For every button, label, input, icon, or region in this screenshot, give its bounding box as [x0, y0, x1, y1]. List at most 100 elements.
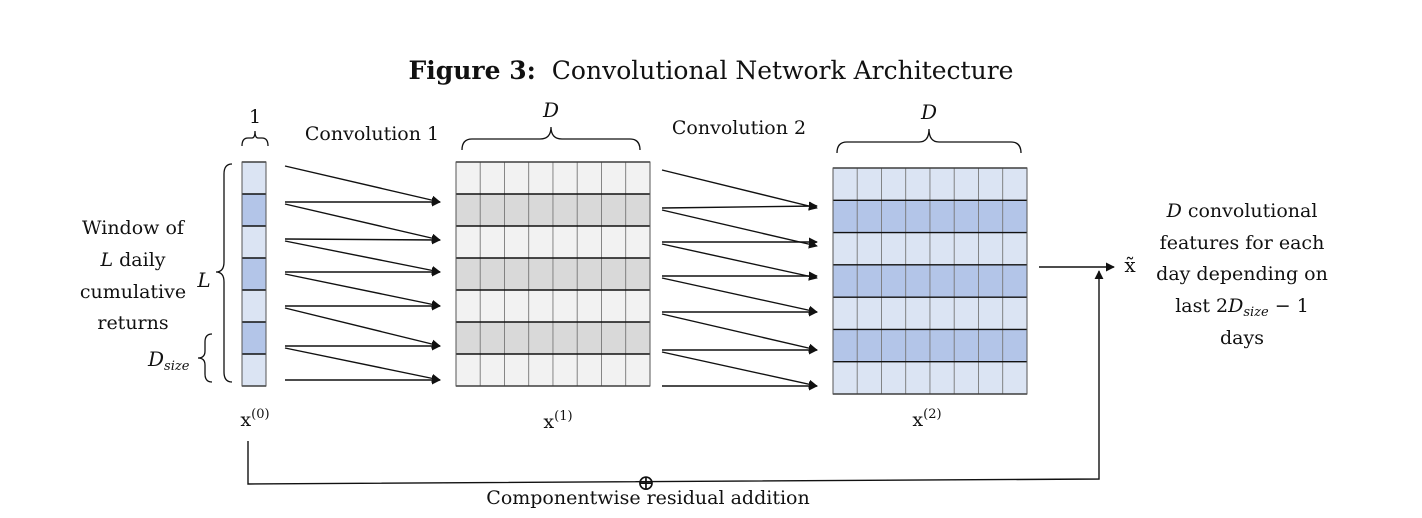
- matrix-cell: [1002, 167, 1028, 201]
- matrix-cell: [953, 264, 979, 298]
- matrix-cell: [905, 264, 931, 298]
- matrix-cell: [1002, 232, 1028, 266]
- window-description: Window of L daily cumulative returns: [80, 217, 186, 334]
- matrix-cell: [978, 329, 1004, 363]
- matrix-cell: [625, 257, 651, 291]
- matrix-cell: [978, 199, 1004, 233]
- brace-D-size: [197, 333, 213, 383]
- conv2-arrow: [661, 169, 818, 211]
- matrix-cell: [504, 161, 530, 195]
- matrix-border: [241, 161, 267, 387]
- x1-base: x: [543, 411, 554, 433]
- x1-sup: (1): [554, 409, 572, 424]
- matrix-cell: [625, 321, 651, 355]
- matrix-border: [832, 167, 1028, 395]
- matrix-cell: [241, 225, 267, 259]
- convolution-1-label: Convolution 1: [305, 123, 439, 145]
- matrix-cell: [455, 257, 481, 291]
- matrix-cell: [601, 193, 627, 227]
- output-line-4-pre: last 2: [1175, 295, 1228, 317]
- window-line-1: Window of: [82, 217, 186, 239]
- matrix-cell: [978, 361, 1004, 395]
- matrix-cell: [455, 161, 481, 195]
- conv2-arrow: [661, 243, 818, 281]
- convolution-1-arrows: [284, 165, 441, 385]
- matrix-cell: [504, 257, 530, 291]
- matrix-cell: [552, 289, 578, 323]
- window-line-2-L: L: [99, 249, 113, 271]
- matrix-cell: [625, 161, 651, 195]
- matrix-cell: [1002, 199, 1028, 233]
- matrix-cell: [1002, 361, 1028, 395]
- matrix-cell: [625, 289, 651, 323]
- matrix-cell: [241, 321, 267, 355]
- matrix-cell: [832, 199, 858, 233]
- matrix-cell: [881, 232, 907, 266]
- conv2-arrow: [661, 201, 818, 211]
- output-line-1-rest: convolutional: [1182, 200, 1318, 222]
- matrix-cell: [929, 296, 955, 330]
- output-line-1-D: D: [1166, 200, 1182, 222]
- matrix-cell: [241, 193, 267, 227]
- matrix-cell: [978, 232, 1004, 266]
- matrix-cell: [601, 257, 627, 291]
- matrix-cell: [625, 353, 651, 387]
- matrix-x1: [455, 161, 651, 387]
- matrix-x2: [832, 167, 1028, 395]
- x1-label: x(1): [543, 409, 572, 433]
- matrix-cell: [905, 329, 931, 363]
- brace-x2-width: [836, 128, 1022, 154]
- matrix-cell: [905, 199, 931, 233]
- D-size-subscript: size: [164, 359, 190, 374]
- matrix-cell: [455, 289, 481, 323]
- matrix-cell: [528, 257, 554, 291]
- matrix-cell: [528, 225, 554, 259]
- matrix-cell: [881, 264, 907, 298]
- conv2-arrow: [661, 313, 818, 353]
- brace-col-width: [241, 130, 269, 147]
- conv1-arrow: [284, 235, 441, 245]
- matrix-cell: [953, 199, 979, 233]
- matrix-cell: [1002, 296, 1028, 330]
- window-line-2: L daily: [99, 249, 165, 271]
- matrix-cell: [528, 353, 554, 387]
- matrix-cell: [241, 289, 267, 323]
- matrix-cell: [929, 264, 955, 298]
- matrix-cell: [576, 225, 602, 259]
- matrix-cell: [881, 167, 907, 201]
- matrix-cell: [552, 353, 578, 387]
- matrix-cell: [1002, 329, 1028, 363]
- residual-label: Componentwise residual addition: [486, 487, 809, 509]
- figure-title-prefix: Figure 3:: [409, 56, 536, 85]
- matrix-cell: [832, 361, 858, 395]
- matrix-cell: [929, 361, 955, 395]
- matrix-cell: [929, 167, 955, 201]
- col-width-label: 1: [249, 106, 261, 128]
- x0-label: x(0): [240, 407, 269, 431]
- matrix-cell: [601, 289, 627, 323]
- matrix-cell: [479, 353, 505, 387]
- output-line-2: features for each: [1160, 232, 1325, 254]
- matrix-cell: [978, 167, 1004, 201]
- matrix-cell: [576, 353, 602, 387]
- convolution-2-label: Convolution 2: [672, 117, 806, 139]
- matrix-cell: [881, 199, 907, 233]
- matrix-cell: [576, 321, 602, 355]
- matrix-cell: [576, 257, 602, 291]
- matrix-cell: [528, 161, 554, 195]
- matrix-cell: [552, 193, 578, 227]
- matrix-cell: [625, 193, 651, 227]
- output-description: D convolutional features for each day de…: [1156, 200, 1328, 349]
- matrix-cell: [552, 225, 578, 259]
- brace-x1-width: [461, 126, 641, 151]
- matrix-cell: [504, 225, 530, 259]
- residual-path: [247, 270, 1104, 485]
- output-line-1: D convolutional: [1166, 200, 1318, 222]
- matrix-cell: [601, 225, 627, 259]
- matrix-cell: [978, 264, 1004, 298]
- conv2-arrow: [661, 351, 818, 389]
- x-tilde-label: x̃: [1124, 253, 1136, 277]
- matrix-cell: [601, 321, 627, 355]
- matrix-cell: [856, 199, 882, 233]
